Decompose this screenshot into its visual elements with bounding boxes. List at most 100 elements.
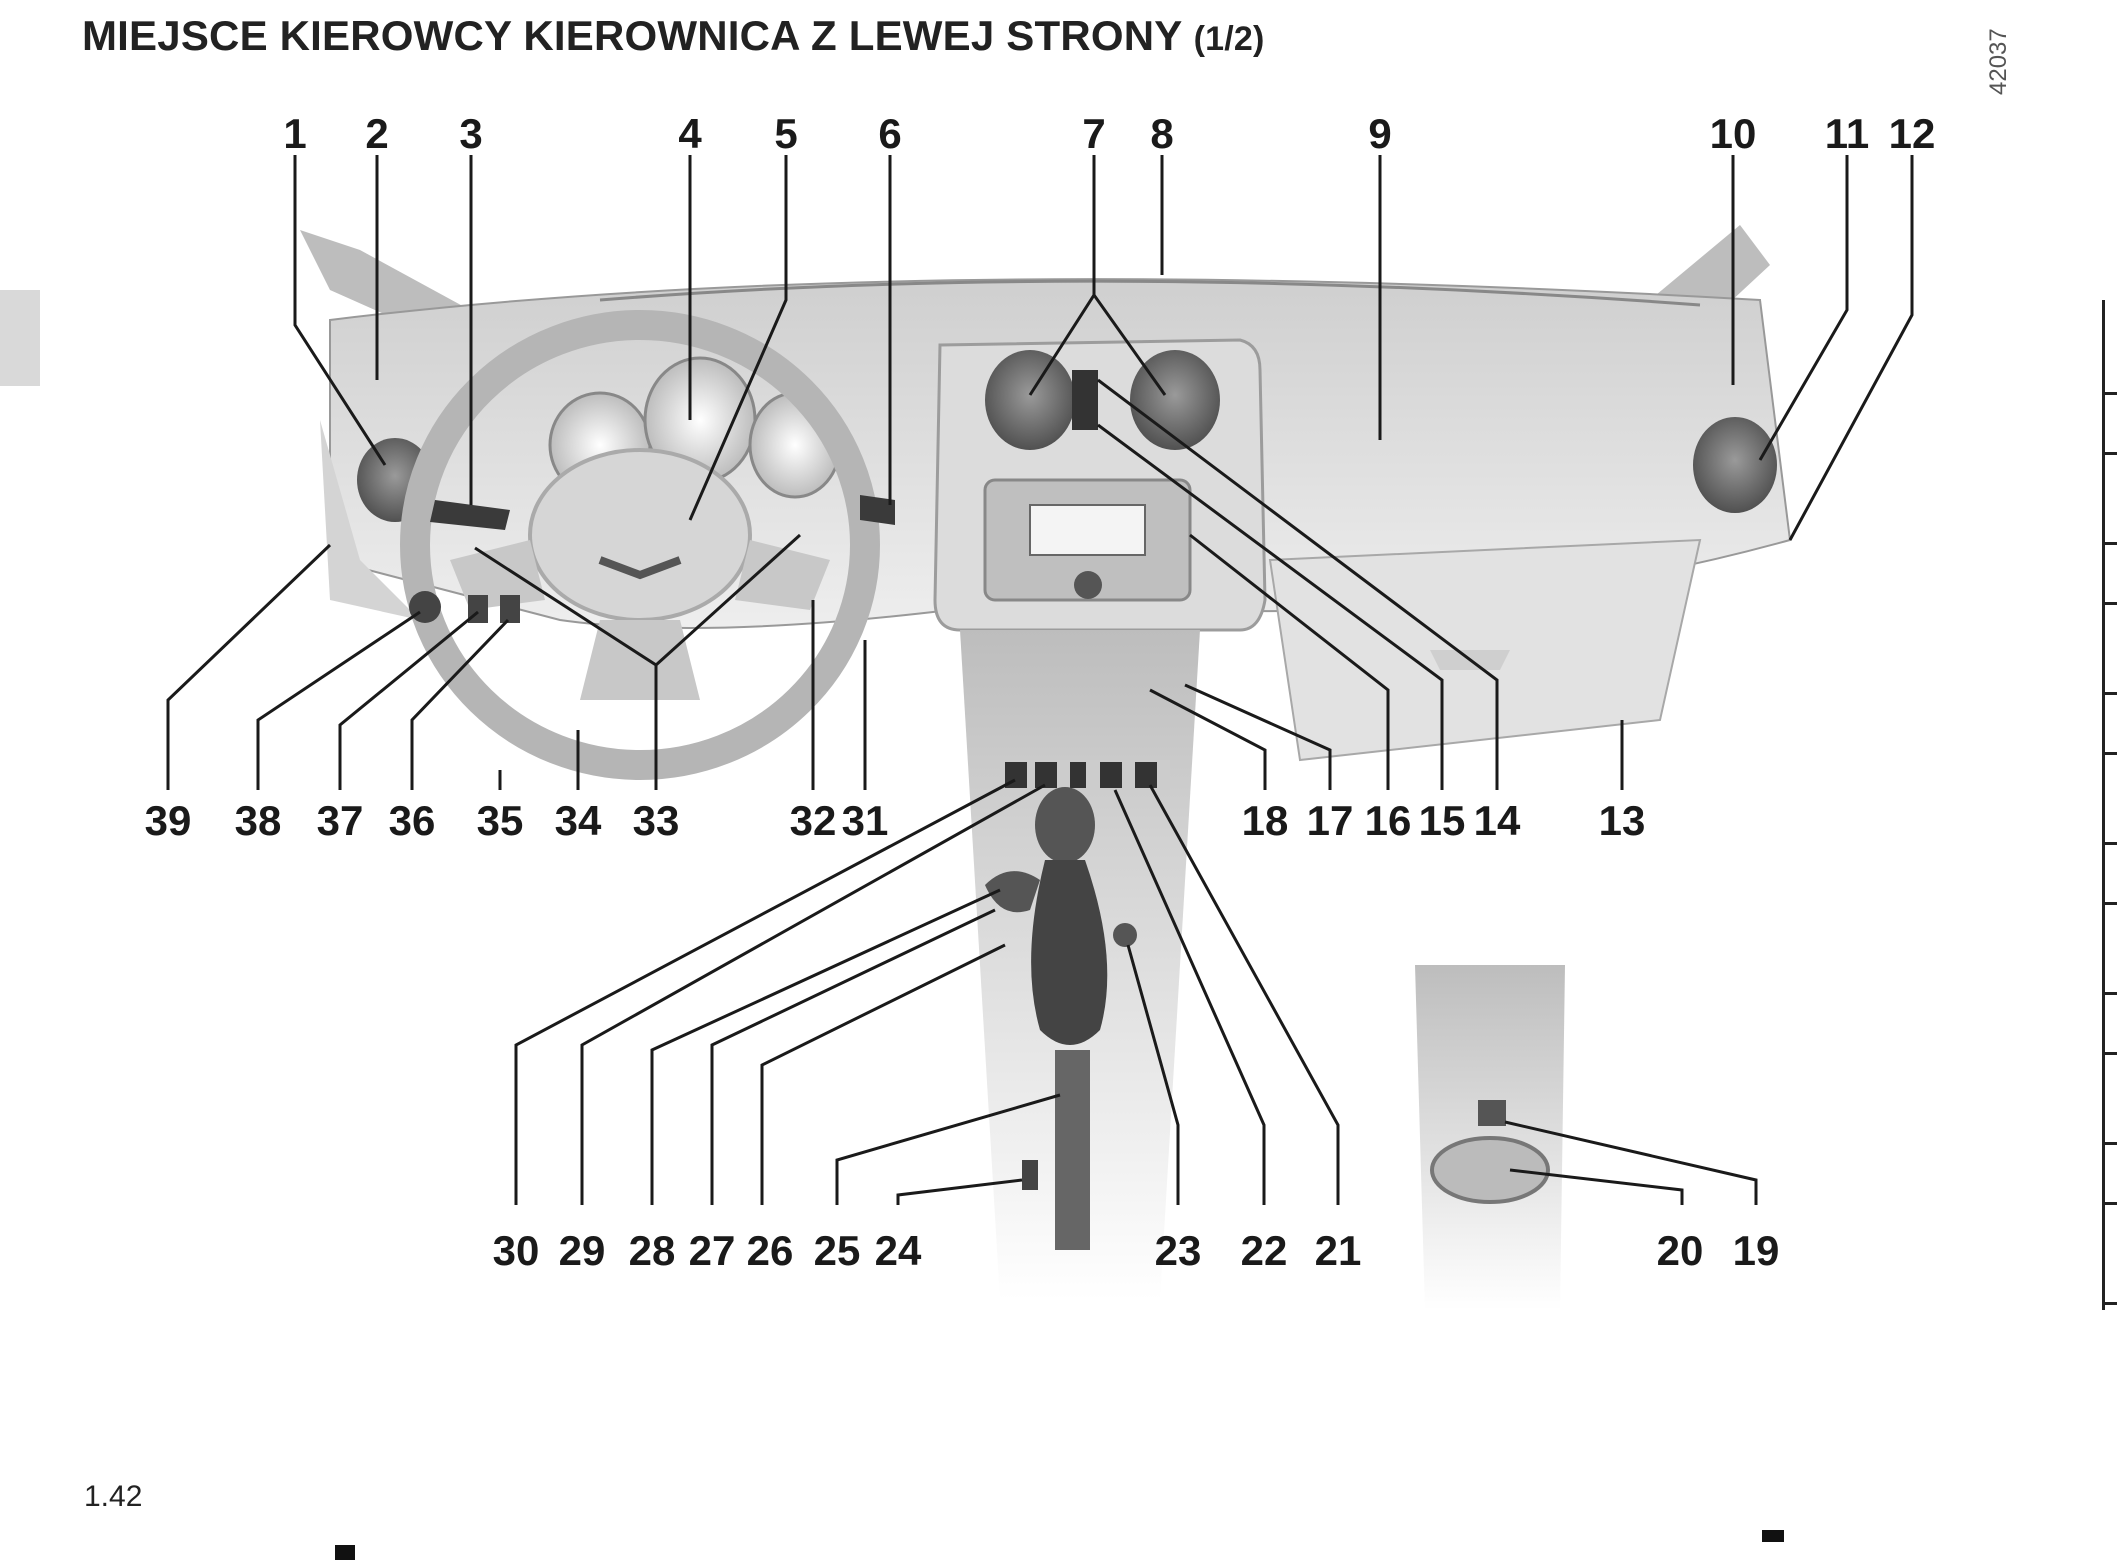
hazard-switch xyxy=(1072,370,1098,430)
inset-socket xyxy=(1478,1100,1506,1126)
steering-wheel-spoke-left xyxy=(450,540,545,610)
callout-30: 30 xyxy=(493,1227,540,1274)
callout-15: 15 xyxy=(1419,797,1466,844)
socket-23 xyxy=(1113,923,1137,947)
page-number: 1.42 xyxy=(84,1480,143,1513)
leader-25 xyxy=(835,1093,1061,1205)
leader-20 xyxy=(1509,1168,1684,1205)
leader-16 xyxy=(1189,533,1390,790)
leader-21 xyxy=(1148,784,1340,1205)
leader-33b xyxy=(654,533,802,667)
handbrake xyxy=(1055,1050,1090,1250)
leader-7b xyxy=(1092,294,1167,396)
callout-16: 16 xyxy=(1365,797,1412,844)
callout-35: 35 xyxy=(477,797,524,844)
margin-tick xyxy=(2105,452,2117,455)
switch-29 xyxy=(1035,762,1057,788)
gear-lever-boot xyxy=(1031,860,1108,1045)
inset-cup-holder xyxy=(1430,1136,1550,1204)
leader-5 xyxy=(688,155,788,521)
steering-wheel-hub xyxy=(528,448,752,622)
left-dash-end xyxy=(320,420,420,620)
registration-mark-right xyxy=(1762,1530,1784,1542)
callout-26: 26 xyxy=(747,1227,794,1274)
leader-11 xyxy=(1758,155,1849,461)
steering-wheel-rim xyxy=(400,310,880,780)
callout-36: 36 xyxy=(389,797,436,844)
page-title-suffix: (1/2) xyxy=(1193,20,1265,58)
callout-8: 8 xyxy=(1150,110,1173,157)
leader-15 xyxy=(1097,423,1444,790)
switch-21 xyxy=(1135,762,1157,788)
chapter-tab xyxy=(0,290,40,386)
margin-tick xyxy=(2105,1142,2117,1145)
leader-30 xyxy=(514,778,1016,1205)
leader-24 xyxy=(896,1178,1023,1205)
callout-2: 2 xyxy=(365,110,388,157)
callout-24: 24 xyxy=(875,1227,922,1274)
radio-knob xyxy=(1074,571,1102,599)
leader-39 xyxy=(166,543,332,790)
callout-6: 6 xyxy=(878,110,901,157)
gear-knob xyxy=(1035,787,1095,863)
registration-mark-left xyxy=(335,1545,355,1560)
callout-25: 25 xyxy=(814,1227,861,1274)
leader-38 xyxy=(256,610,421,790)
leader-22 xyxy=(1113,789,1266,1205)
callout-5: 5 xyxy=(774,110,797,157)
callout-20: 20 xyxy=(1657,1227,1704,1274)
leader-12 xyxy=(1788,155,1914,541)
margin-tick xyxy=(2105,542,2117,545)
radio-display xyxy=(1029,504,1146,556)
callout-17: 17 xyxy=(1307,797,1354,844)
steering-wheel-logo xyxy=(598,556,682,580)
leader-18 xyxy=(1149,688,1267,790)
right-margin-rule xyxy=(2102,300,2117,1310)
leader-36 xyxy=(410,618,510,790)
steering-wheel-spoke-bottom xyxy=(580,620,700,700)
callout-38: 38 xyxy=(235,797,282,844)
callout-21: 21 xyxy=(1315,1227,1362,1274)
callout-34: 34 xyxy=(555,797,602,844)
cup-holder-26 xyxy=(985,871,1040,913)
callout-11: 11 xyxy=(1825,110,1869,157)
dashboard-top-edge xyxy=(599,279,1701,307)
margin-tick xyxy=(2105,752,2117,755)
margin-tick xyxy=(2105,902,2117,905)
margin-tick xyxy=(2105,1052,2117,1055)
callout-22: 22 xyxy=(1241,1227,1288,1274)
callout-1: 1 xyxy=(283,110,306,157)
callout-32: 32 xyxy=(790,797,837,844)
left-a-pillar xyxy=(300,230,470,330)
callout-23: 23 xyxy=(1155,1227,1202,1274)
callout-12: 12 xyxy=(1889,110,1936,157)
leader-37 xyxy=(338,610,479,790)
steering-wheel-spoke-right xyxy=(735,540,830,610)
switch-28 xyxy=(1070,762,1086,788)
callout-39: 39 xyxy=(145,797,192,844)
leader-26 xyxy=(760,943,1006,1205)
callout-37: 37 xyxy=(317,797,364,844)
callout-14: 14 xyxy=(1474,797,1521,844)
callout-27: 27 xyxy=(689,1227,736,1274)
wiper-stalk xyxy=(860,495,895,525)
margin-tick xyxy=(2105,842,2117,845)
margin-tick xyxy=(2105,992,2117,995)
leader-14 xyxy=(1097,378,1499,790)
page-title: MIEJSCE KIEROWCY KIEROWNICA Z LEWEJ STRO… xyxy=(82,12,1265,60)
margin-tick xyxy=(2105,1202,2117,1205)
margin-tick xyxy=(2105,1302,2117,1305)
page-title-main: MIEJSCE KIEROWCY KIEROWNICA Z LEWEJ STRO… xyxy=(82,12,1182,59)
switch-22 xyxy=(1100,762,1122,788)
lighting-stalk xyxy=(430,500,510,530)
leader-1 xyxy=(293,155,387,466)
margin-tick xyxy=(2105,392,2117,395)
callout-7: 7 xyxy=(1082,110,1105,157)
callout-labels: 1 2 3 4 5 6 7 8 9 10 11 12 39 38 37 36 3… xyxy=(145,110,1936,1274)
leader-28 xyxy=(650,888,1001,1205)
callout-28: 28 xyxy=(629,1227,676,1274)
leader-23 xyxy=(1126,944,1180,1205)
margin-tick xyxy=(2105,602,2117,605)
callout-4: 4 xyxy=(678,110,702,157)
